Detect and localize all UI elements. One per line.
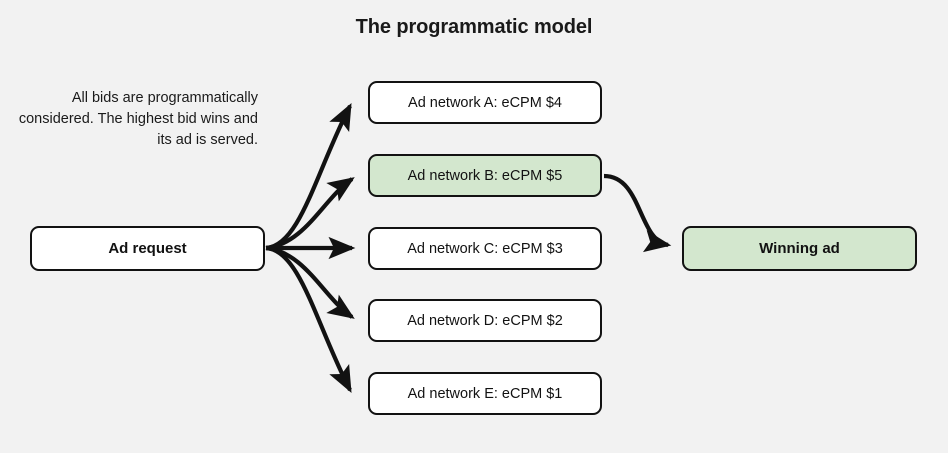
node-ad-network-c[interactable]: Ad network C: eCPM $3 (368, 227, 602, 270)
node-ad-network-a-label: Ad network A: eCPM $4 (408, 94, 562, 111)
node-winning-ad[interactable]: Winning ad (682, 226, 917, 271)
node-ad-network-c-label: Ad network C: eCPM $3 (407, 240, 563, 257)
node-ad-network-b-label: Ad network B: eCPM $5 (407, 167, 563, 184)
node-ad-network-e[interactable]: Ad network E: eCPM $1 (368, 372, 602, 415)
node-ad-network-d[interactable]: Ad network D: eCPM $2 (368, 299, 602, 342)
node-ad-network-d-label: Ad network D: eCPM $2 (407, 312, 563, 329)
page-title: The programmatic model (355, 16, 593, 38)
node-winning-ad-label: Winning ad (759, 240, 840, 257)
edge-network-b-to-winning-ad (603, 173, 672, 253)
explanatory-note: All bids are programmatically considered… (18, 90, 258, 148)
node-ad-request[interactable]: Ad request (30, 226, 265, 271)
edge-ad-request-to-network-d (265, 245, 355, 319)
node-ad-network-a[interactable]: Ad network A: eCPM $4 (368, 81, 602, 124)
edge-ad-request-to-network-b (265, 177, 355, 251)
node-ad-request-label: Ad request (108, 240, 187, 257)
node-ad-network-e-label: Ad network E: eCPM $1 (407, 385, 563, 402)
node-ad-network-b[interactable]: Ad network B: eCPM $5 (368, 154, 602, 197)
edge-ad-request-to-network-e (265, 245, 352, 393)
edge-ad-request-to-network-a (265, 103, 352, 251)
